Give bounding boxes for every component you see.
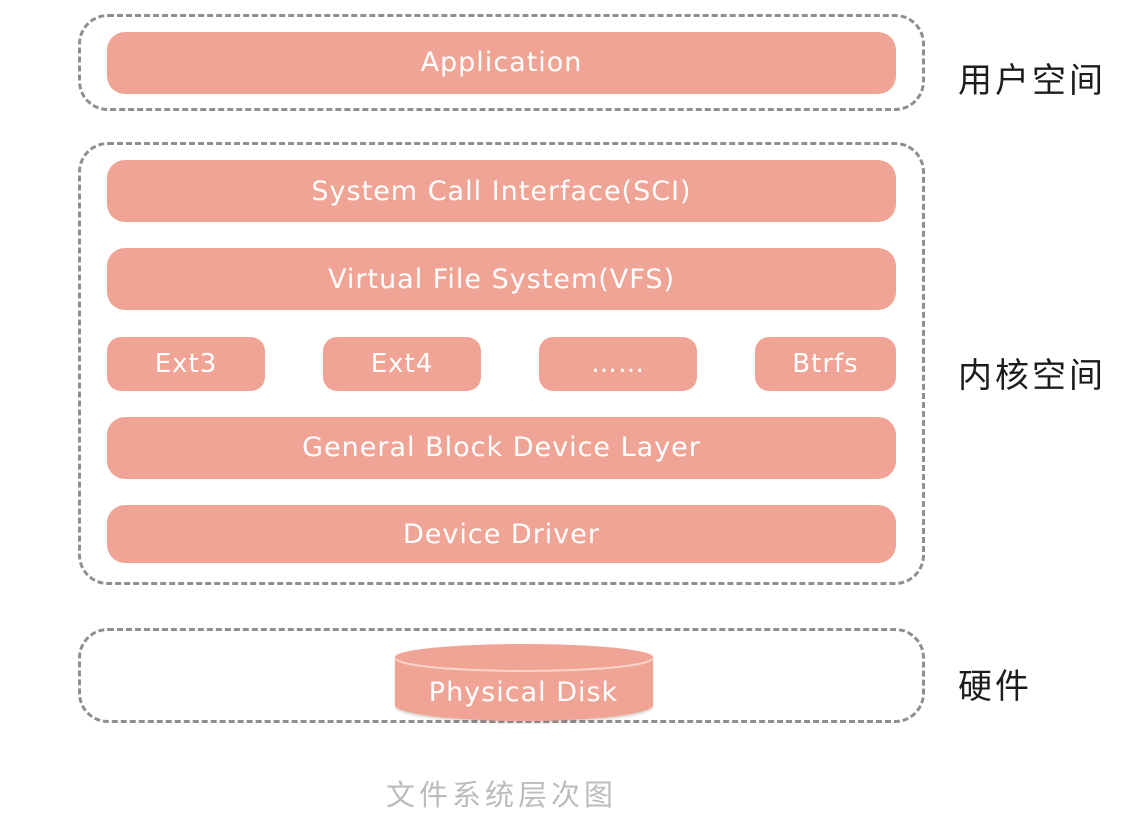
physical-disk-cylinder: Physical Disk [394,644,653,721]
kernel-space-side-label: 内核空间 [958,356,1106,396]
virtual-file-system-label: Virtual File System(VFS) [328,263,675,295]
btrfs-label: Btrfs [792,348,859,379]
hardware-group: Physical Disk [78,628,925,723]
ellipsis-label: …… [591,348,645,379]
ellipsis-box: …… [539,336,697,391]
system-call-interface-box: System Call Interface(SCI) [107,160,896,222]
physical-disk-label: Physical Disk [428,676,619,708]
btrfs-box: Btrfs [755,336,896,391]
ext4-label: Ext4 [370,348,434,379]
hardware-side-label: 硬件 [958,667,1032,707]
user-space-group: Application [78,14,925,111]
user-space-side-label: 用户空间 [958,61,1106,101]
virtual-file-system-box: Virtual File System(VFS) [107,248,896,311]
application-label: Application [420,47,583,78]
ext3-label: Ext3 [154,348,218,379]
application-box: Application [107,31,896,94]
filesystem-row: Ext3 Ext4 …… Btrfs [107,336,896,391]
general-block-device-layer-label: General Block Device Layer [302,432,701,464]
kernel-space-group: System Call Interface(SCI) Virtual File … [78,142,925,585]
diagram-caption: 文件系统层次图 [385,778,617,812]
general-block-device-layer-box: General Block Device Layer [107,416,896,479]
ext3-box: Ext3 [107,336,265,391]
device-driver-label: Device Driver [402,518,600,550]
device-driver-box: Device Driver [107,505,896,563]
system-call-interface-label: System Call Interface(SCI) [311,175,692,207]
cylinder-top-ellipse [394,644,653,670]
ext4-box: Ext4 [323,336,481,391]
